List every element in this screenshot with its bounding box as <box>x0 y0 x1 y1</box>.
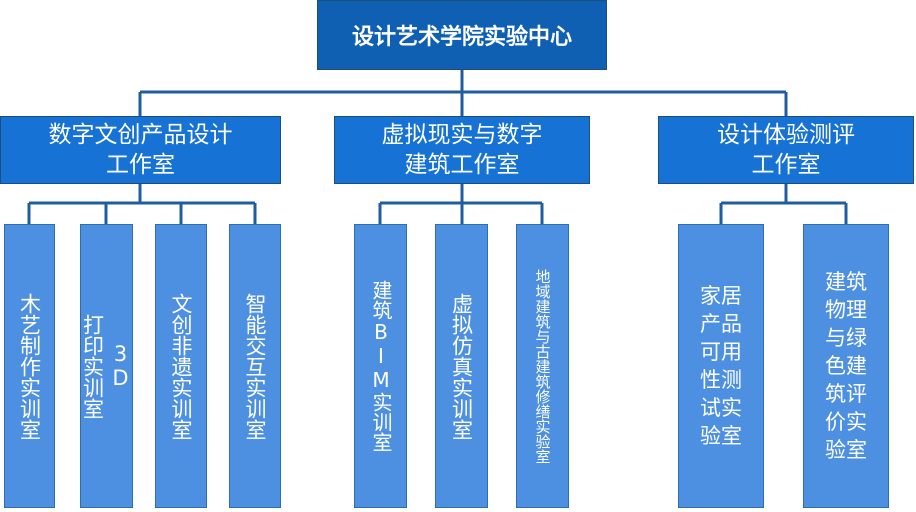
workshop-node-2: 虚拟现实与数字 建筑工作室 <box>334 116 590 184</box>
workshop-node-3: 设计体验测评 工作室 <box>658 116 914 184</box>
lab-3d-label: 3D 打印实训室 <box>80 313 133 419</box>
lab-node-3d-print: 3D 打印实训室 <box>80 224 133 508</box>
lab-node-green-building: 建筑 物理 与绿 色建 筑评 价实 验室 <box>803 224 889 508</box>
lab-node-interaction: 智能交互实训室 <box>229 224 281 508</box>
lab-node-home-usability: 家居 产品 可用 性测 试实 验室 <box>678 224 764 508</box>
root-node: 设计艺术学院实验中心 <box>317 0 607 70</box>
lab-node-simulation: 虚拟仿真实训室 <box>435 224 488 508</box>
workshop-node-1: 数字文创产品设计 工作室 <box>0 116 281 184</box>
root-label: 设计艺术学院实验中心 <box>351 25 572 50</box>
lab-node-wood: 木艺制作实训室 <box>4 224 55 508</box>
lab-node-bim: 建筑BIM实训室 <box>354 224 407 508</box>
lab-node-heritage: 文创非遗实训室 <box>155 224 207 508</box>
lab-node-regional-architecture: 地域建筑与古建筑修缮实验室 <box>516 224 569 508</box>
